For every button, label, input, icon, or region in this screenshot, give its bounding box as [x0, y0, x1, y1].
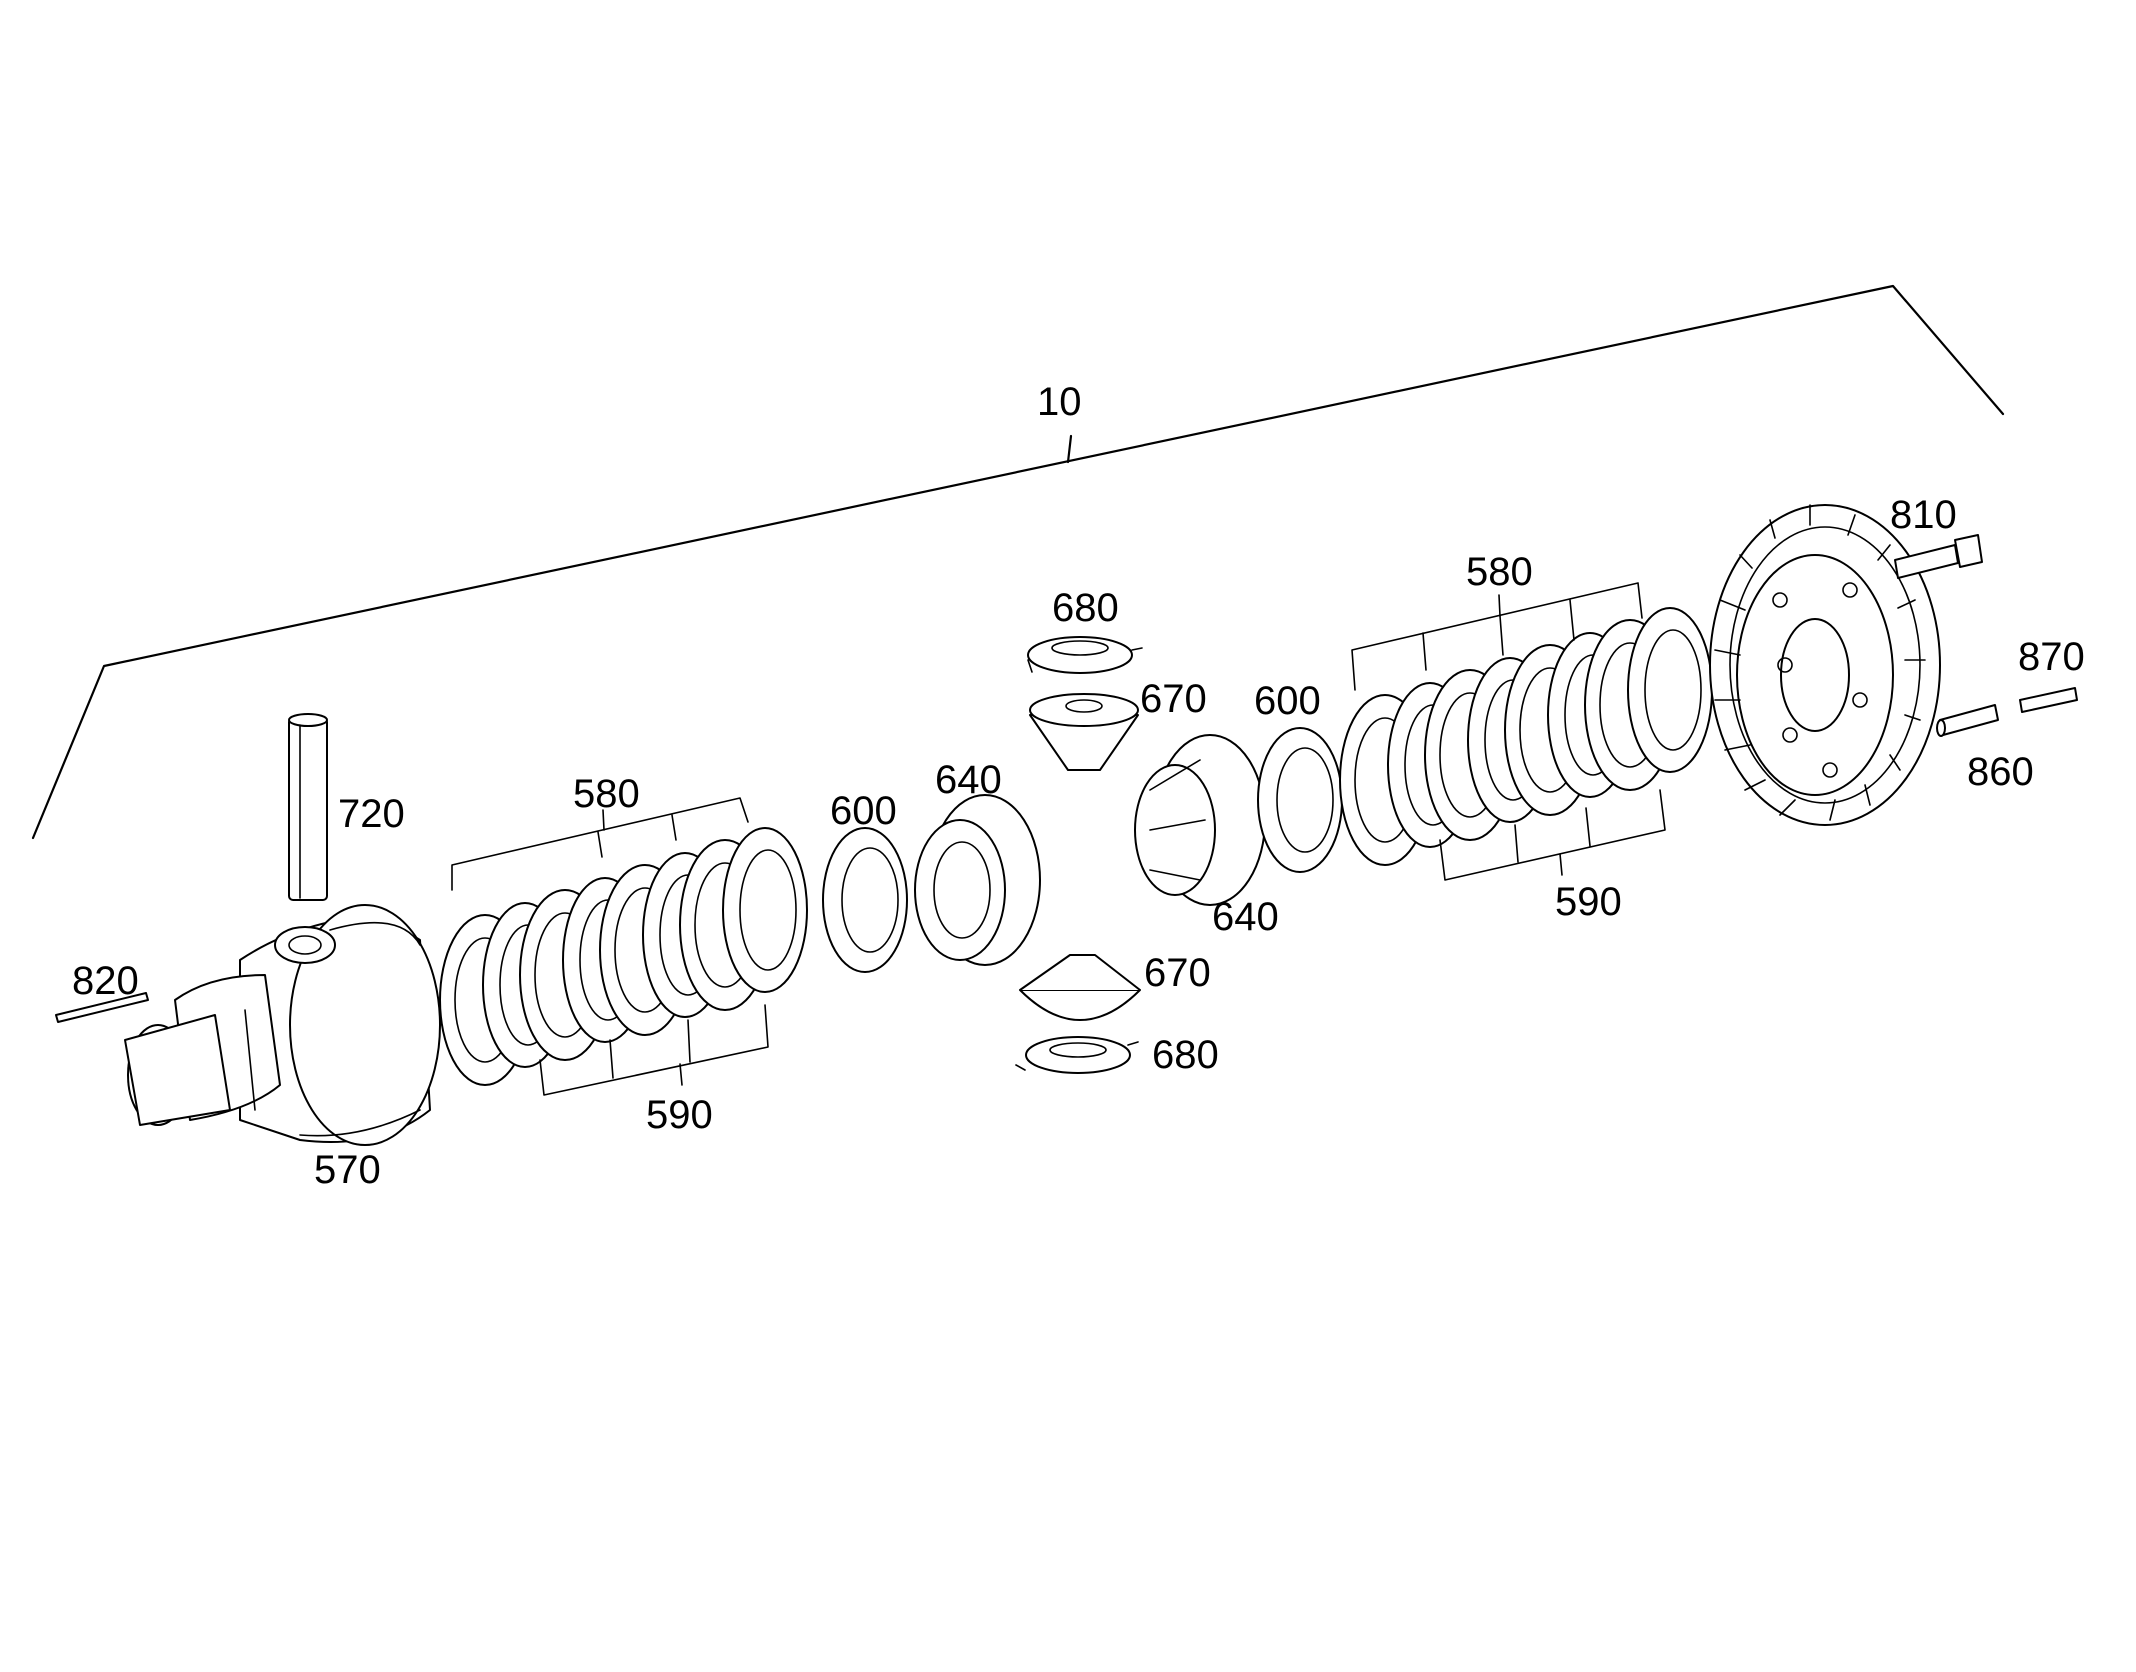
bracket-590-left: [539, 1004, 769, 1096]
label-820: 820: [72, 959, 139, 1003]
bracket-590-right: [1439, 789, 1666, 881]
pin-870: [2019, 687, 2078, 713]
label-580-right: 580: [1466, 550, 1533, 594]
label-680-top: 680: [1052, 586, 1119, 630]
label-580-left: 580: [573, 772, 640, 816]
label-860: 860: [1967, 750, 2034, 794]
label-600-right: 600: [1254, 679, 1321, 723]
pin-720: [288, 713, 328, 901]
label-670-top: 670: [1140, 677, 1207, 721]
label-680-bottom: 680: [1152, 1033, 1219, 1077]
pinion-670-bottom: [1019, 954, 1141, 1021]
label-640-left: 640: [935, 758, 1002, 802]
washer-600-right: [1257, 727, 1343, 873]
label-670-bottom: 670: [1144, 951, 1211, 995]
ring-gear: [1709, 504, 1941, 826]
label-590-right: 590: [1555, 880, 1622, 924]
disc-pack-right: [1339, 607, 1713, 866]
label-720: 720: [338, 792, 405, 836]
pin-820: [55, 992, 149, 1023]
label-10: 10: [1037, 380, 1082, 424]
housing-570: [124, 904, 441, 1146]
bracket-580-right: [1351, 582, 1643, 691]
side-gear-640-left: [914, 794, 1041, 966]
pinion-washer-680-top: [1027, 636, 1143, 674]
pinion-670-top: [1029, 693, 1139, 771]
bolt-810: [1894, 534, 1983, 579]
assembly-bracket: [31, 284, 2005, 840]
disc-pack-left: [439, 827, 808, 1086]
bracket-580-left: [451, 797, 749, 891]
label-600-left: 600: [830, 789, 897, 833]
pin-860: [1936, 704, 1999, 737]
side-gear-640-right: [1134, 734, 1266, 906]
label-810: 810: [1890, 493, 1957, 537]
label-570: 570: [314, 1148, 381, 1192]
label-870: 870: [2018, 635, 2085, 679]
pinion-washer-680-bottom: [1015, 1036, 1139, 1074]
washer-600-left: [822, 827, 908, 973]
label-640-right: 640: [1212, 895, 1279, 939]
label-590-left: 590: [646, 1093, 713, 1137]
